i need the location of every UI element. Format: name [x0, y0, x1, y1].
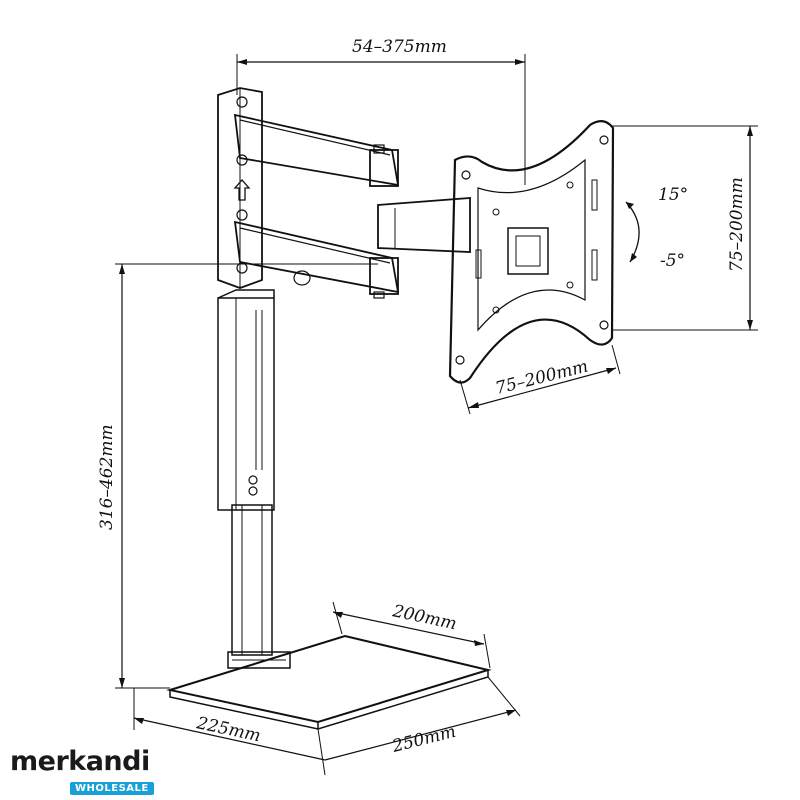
swing-arms — [233, 113, 471, 299]
base-plate — [166, 634, 492, 730]
dim-vesa-horizontal: 75–200mm — [493, 357, 590, 399]
dim-height-range: 316–462mm — [97, 424, 117, 530]
dim-base-width-left: 225mm — [194, 713, 262, 746]
dimension-lines — [115, 54, 758, 776]
dim-arm-extension: 54–375mm — [352, 37, 447, 57]
dim-tilt-up: 15° — [658, 185, 688, 205]
brand-name: merkandi — [10, 746, 150, 777]
dim-tilt-down: -5° — [660, 251, 685, 271]
brand-badge: WHOLESALE — [70, 782, 154, 795]
dim-vesa-vertical: 75–200mm — [727, 177, 747, 272]
brand-logo: merkandi WHOLESALE — [10, 748, 154, 795]
vertical-column — [217, 289, 275, 656]
dim-base-width-right: 250mm — [389, 722, 458, 757]
vesa-plate — [448, 120, 615, 384]
dim-base-depth: 200mm — [390, 601, 458, 634]
